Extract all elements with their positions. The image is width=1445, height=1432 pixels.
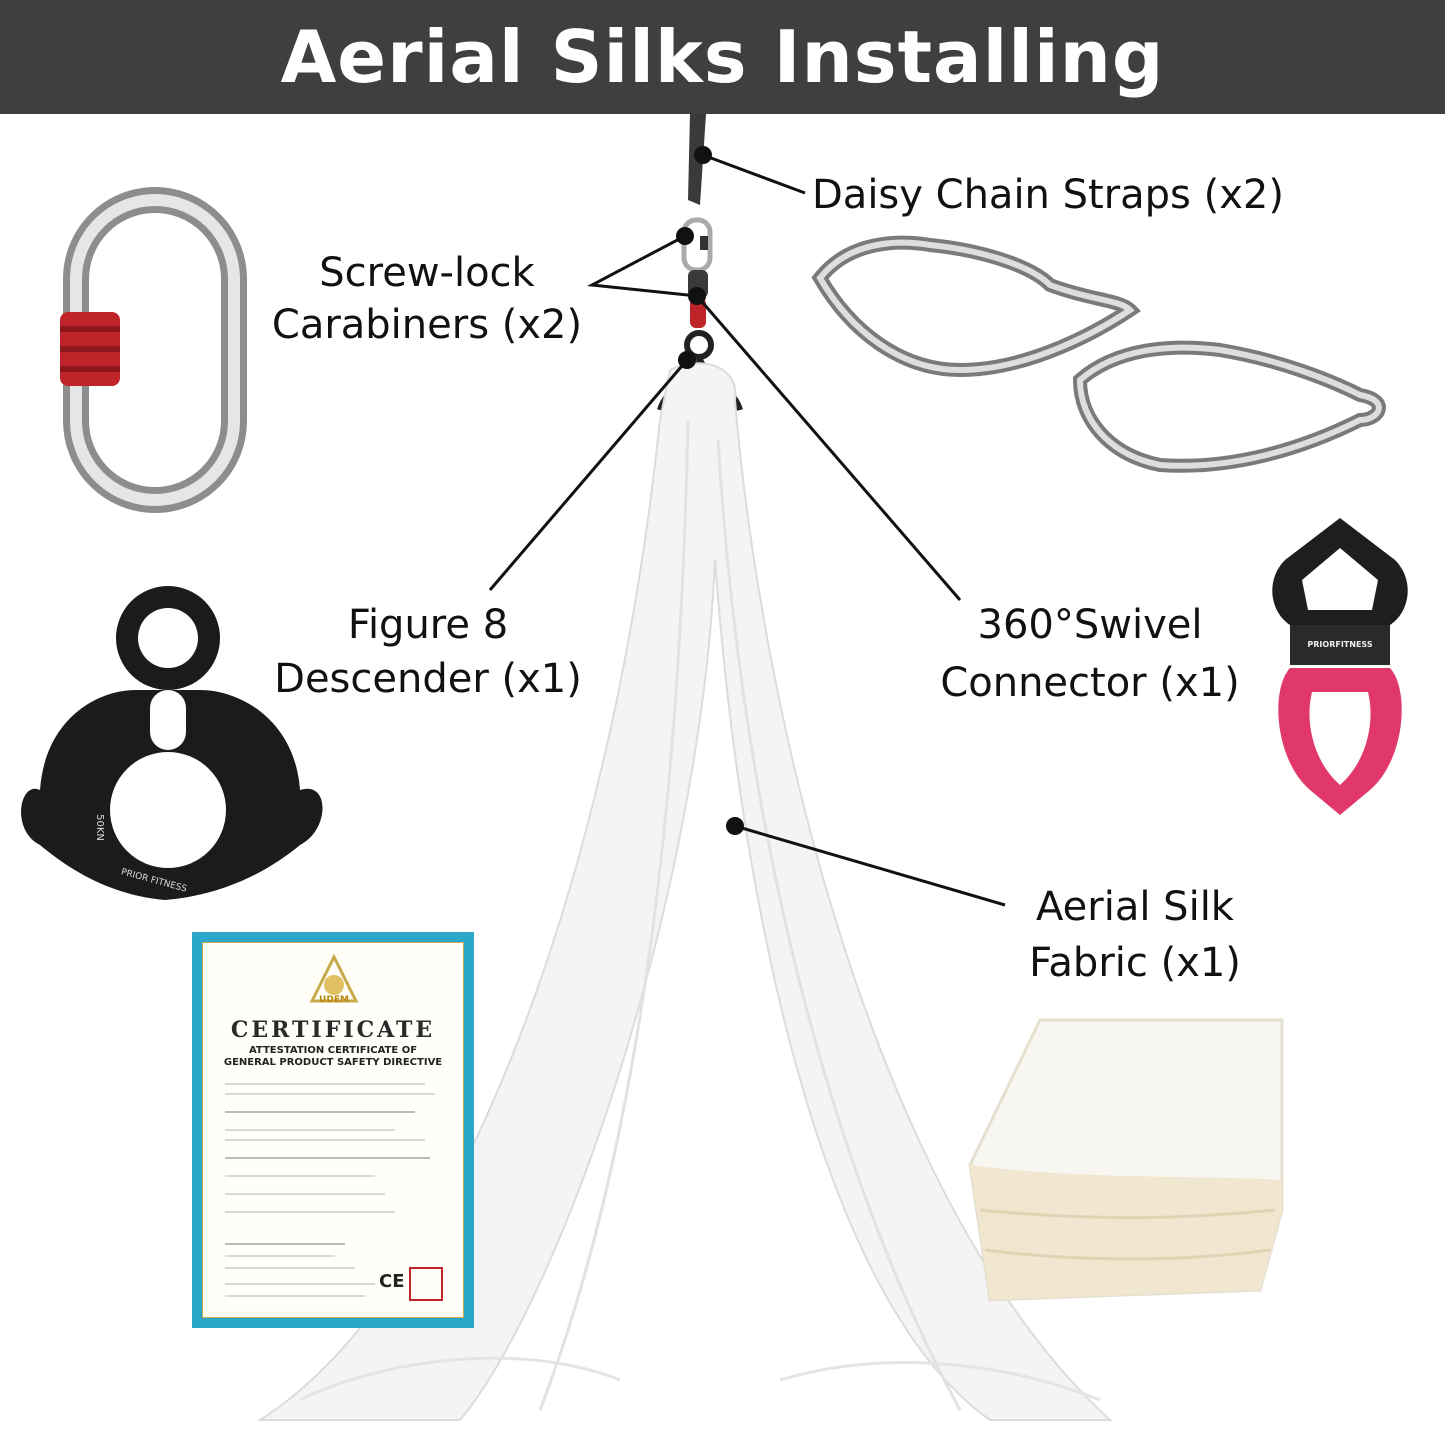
carabiner-image	[60, 187, 247, 513]
label-daisy-chain: Daisy Chain Straps (x2)	[812, 172, 1284, 218]
certificate-text-line	[225, 1295, 365, 1297]
ce-mark: CE	[379, 1271, 405, 1292]
folded-fabric-image	[968, 1018, 1284, 1302]
certificate-text-line	[225, 1175, 375, 1177]
certificate-subheading-2: GENERAL PRODUCT SAFETY DIRECTIVE	[223, 1057, 443, 1068]
label-figure8-line2: Descender (x1)	[274, 656, 582, 702]
certificate-text-line	[225, 1211, 395, 1213]
certificate-text-line	[225, 1243, 345, 1245]
daisy-chain-image-highlight	[816, 239, 1382, 469]
certificate-text-line	[225, 1111, 415, 1113]
certificate-text-line	[225, 1193, 385, 1195]
page-title: Aerial Silks Installing	[280, 15, 1165, 99]
certificate-text-line	[225, 1139, 425, 1141]
title-banner: Aerial Silks Installing	[0, 0, 1445, 114]
certificate-text-line	[225, 1129, 395, 1131]
swivel-image	[1272, 518, 1408, 815]
leader-lines	[488, 153, 1006, 907]
label-silk-line2: Fabric (x1)	[1029, 940, 1241, 986]
label-carabiner-line2: Carabiners (x2)	[271, 302, 583, 348]
certificate-subheading-1: ATTESTATION CERTIFICATE OF	[248, 1045, 418, 1056]
certificate-text-line	[225, 1283, 375, 1285]
label-swivel-line1: 360°Swivel	[977, 602, 1203, 648]
label-figure8-line1: Figure 8	[347, 602, 509, 648]
udem-stamp-icon	[409, 1267, 443, 1301]
udem-logo-text: UDEM	[319, 995, 349, 1005]
label-silk-line1: Aerial Silk	[1036, 884, 1234, 930]
udem-logo-icon	[309, 953, 359, 1003]
descender-rating-text: 50KN	[93, 814, 105, 841]
label-carabiner-line1: Screw-lock	[319, 250, 535, 296]
certificate-text-line	[225, 1157, 430, 1159]
certificate-image: UDEM CERTIFICATE ATTESTATION CERTIFICATE…	[192, 932, 474, 1328]
certificate-text-line	[225, 1093, 435, 1095]
swivel-brand-text: PRIORFITNESS	[1307, 640, 1373, 649]
figure8-image	[21, 586, 323, 900]
certificate-text-line	[225, 1255, 335, 1257]
label-swivel-line2: Connector (x1)	[940, 660, 1240, 706]
certificate-heading: CERTIFICATE	[230, 1017, 436, 1043]
leader-dots	[676, 146, 744, 835]
certificate-text-line	[225, 1267, 355, 1269]
certificate-text-line	[225, 1083, 425, 1085]
certificate-document: UDEM CERTIFICATE ATTESTATION CERTIFICATE…	[202, 942, 464, 1318]
